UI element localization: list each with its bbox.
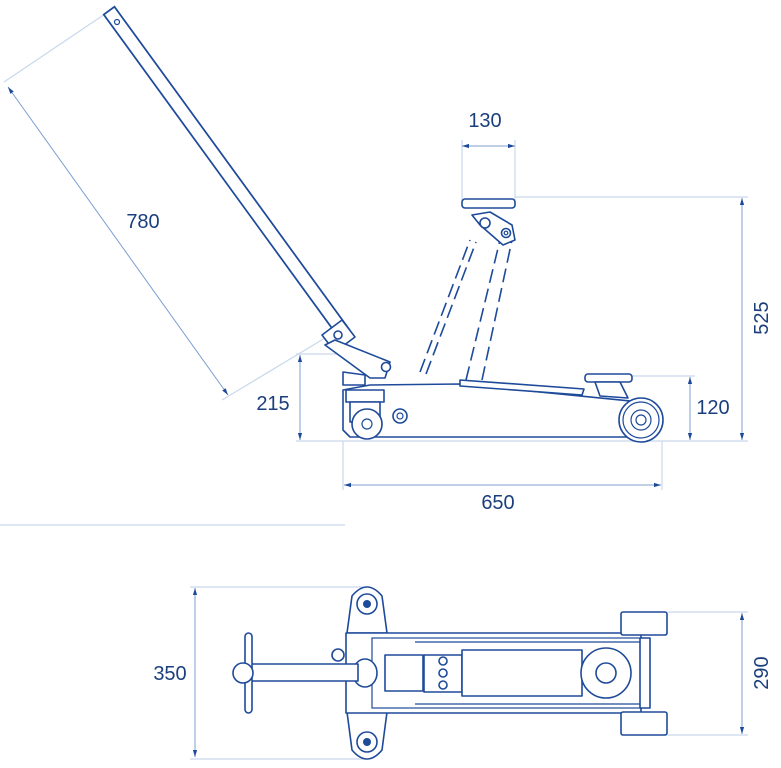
dimension-780	[7, 86, 229, 396]
front-wheel	[618, 397, 664, 443]
lift-arm	[419, 198, 516, 381]
pump-assembly	[324, 339, 392, 386]
label-650: 650	[481, 492, 514, 514]
frame-top	[331, 632, 651, 714]
chassis	[342, 373, 656, 438]
side-view: 780 130 525 120 215 650	[0, 5, 773, 526]
handle-top	[232, 632, 359, 714]
saddle-lowered	[584, 373, 633, 383]
hydraulic-cylinder	[461, 649, 583, 697]
rear-caster	[351, 408, 383, 440]
top-view: 350 290	[153, 586, 773, 760]
label-130: 130	[468, 110, 501, 132]
label-120: 120	[696, 397, 729, 419]
front-wheel-bottom	[620, 711, 668, 736]
handle-hole-icon	[113, 18, 121, 26]
label-525: 525	[751, 301, 773, 334]
label-350: 350	[153, 663, 186, 685]
handle	[102, 5, 356, 353]
front-wheel-top	[620, 611, 668, 636]
label-780: 780	[126, 211, 159, 233]
saddle-raised	[461, 198, 516, 209]
extension-lines	[0, 11, 748, 526]
label-215: 215	[256, 393, 289, 415]
rear-caster-top	[346, 586, 388, 760]
label-290: 290	[751, 656, 773, 689]
